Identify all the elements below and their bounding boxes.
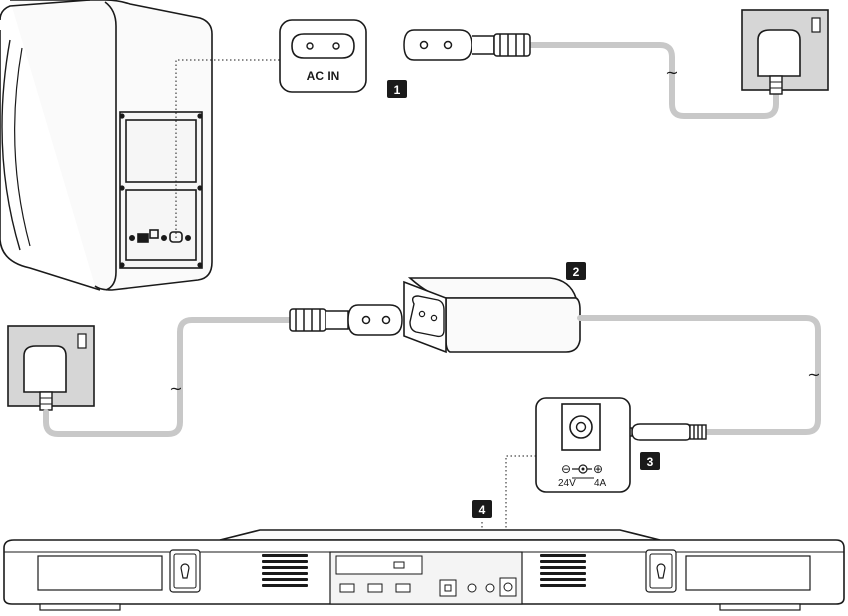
soundbar	[3, 529, 845, 611]
subwoofer	[0, 0, 213, 291]
wall-outlet-left	[7, 325, 95, 411]
dc-in-callout: ⊖ ⊕ 24V 4A	[535, 397, 631, 493]
step-number-2: 2	[573, 265, 580, 279]
polarity-minus: ⊖	[561, 462, 571, 476]
ac-in-callout: AC IN	[279, 19, 367, 93]
cable-wave-mark-top: ~	[665, 63, 678, 82]
top-power-cable: ~	[403, 29, 779, 119]
polarity-plus: ⊕	[593, 462, 603, 476]
voltage-label: 24V	[558, 478, 576, 489]
step-badge-4: 4	[472, 500, 492, 518]
cable-wave-mark-right: ~	[807, 365, 820, 384]
figure8-plug-top	[403, 29, 531, 61]
power-adapter	[403, 277, 581, 354]
step-number-4: 4	[479, 503, 486, 517]
wall-outlet-top	[741, 9, 829, 95]
step-badge-2: 2	[566, 262, 586, 280]
step-number-3: 3	[647, 455, 654, 469]
step-number-1: 1	[394, 83, 401, 97]
step-badge-3: 3	[640, 452, 660, 470]
ac-in-label: AC IN	[307, 69, 340, 83]
adapter-input-cable: ~	[43, 304, 403, 437]
step-badge-1: 1	[387, 80, 407, 98]
cable-wave-mark-left: ~	[169, 379, 182, 398]
current-label: 4A	[594, 478, 607, 489]
figure8-plug-middle	[289, 304, 403, 336]
